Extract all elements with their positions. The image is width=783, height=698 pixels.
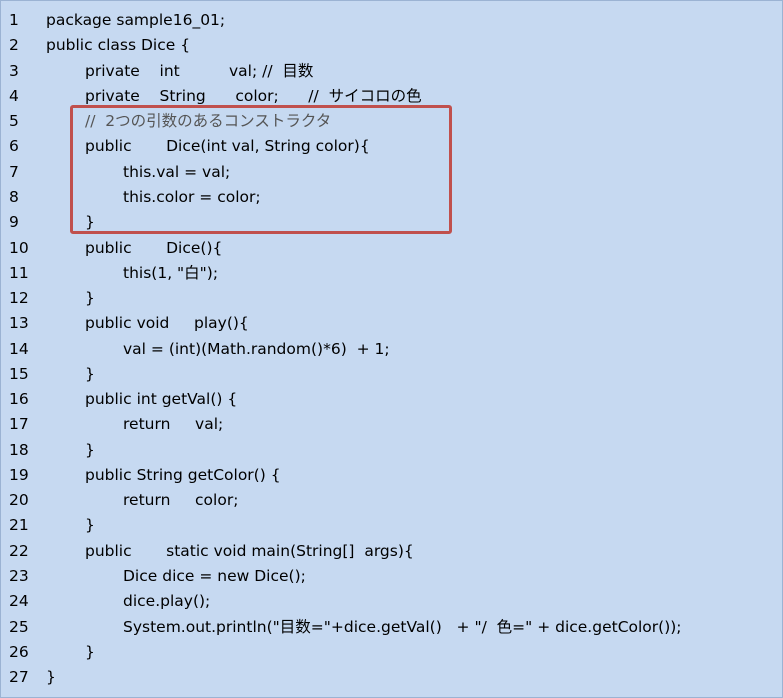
code-text: Dice dice = new Dice();: [123, 567, 306, 585]
code-comment: // 2つの引数のあるコンストラクタ: [85, 112, 332, 130]
code-text: private String color; // サイコロの色: [85, 87, 422, 105]
code-text: public class Dice {: [46, 36, 191, 54]
code-text: public Dice(int val, String color){: [85, 137, 370, 155]
code-text: public void play(){: [85, 314, 249, 332]
code-line-18: 18 }: [1, 438, 782, 463]
code-text: package sample16_01;: [46, 11, 226, 29]
line-number: 25: [9, 618, 29, 636]
line-number: 26: [9, 643, 29, 661]
code-text: this.val = val;: [123, 163, 231, 181]
code-text: this(1, "白");: [123, 264, 219, 282]
code-line-24: 24 dice.play();: [1, 589, 782, 614]
code-line-25: 25 System.out.println("目数="+dice.getVal(…: [1, 615, 782, 640]
code-line-20: 20 return color;: [1, 488, 782, 513]
code-text: this.color = color;: [123, 188, 261, 206]
code-text: System.out.println("目数="+dice.getVal() +…: [123, 618, 682, 636]
code-line-21: 21 }: [1, 513, 782, 538]
code-line-4: 4 private String color; // サイコロの色: [1, 84, 782, 109]
code-text: }: [85, 213, 95, 231]
code-text: public String getColor() {: [85, 466, 281, 484]
code-line-17: 17 return val;: [1, 412, 782, 437]
line-number: 8: [9, 188, 19, 206]
code-line-2: 2 public class Dice {: [1, 33, 782, 58]
code-line-15: 15 }: [1, 362, 782, 387]
code-text: dice.play();: [123, 592, 211, 610]
line-number: 19: [9, 466, 29, 484]
code-text: }: [46, 668, 56, 686]
line-number: 22: [9, 542, 29, 560]
code-text: }: [85, 516, 95, 534]
line-number: 12: [9, 289, 29, 307]
code-line-1: 1 package sample16_01;: [1, 8, 782, 33]
code-line-10: 10 public Dice(){: [1, 236, 782, 261]
code-text: }: [85, 643, 95, 661]
line-number: 17: [9, 415, 29, 433]
line-number: 15: [9, 365, 29, 383]
code-line-26: 26 }: [1, 640, 782, 665]
code-text: }: [85, 441, 95, 459]
code-line-11: 11 this(1, "白");: [1, 261, 782, 286]
code-line-5: 5 // 2つの引数のあるコンストラクタ: [1, 109, 782, 134]
code-text: public Dice(){: [85, 239, 223, 257]
code-line-3: 3 private int val; // 目数: [1, 59, 782, 84]
code-line-22: 22 public static void main(String[] args…: [1, 539, 782, 564]
code-line-8: 8 this.color = color;: [1, 185, 782, 210]
code-text: public int getVal() {: [85, 390, 238, 408]
line-number: 6: [9, 137, 19, 155]
line-number: 20: [9, 491, 29, 509]
code-line-9: 9 }: [1, 210, 782, 235]
line-number: 16: [9, 390, 29, 408]
line-number: 18: [9, 441, 29, 459]
code-line-16: 16 public int getVal() {: [1, 387, 782, 412]
code-line-19: 19 public String getColor() {: [1, 463, 782, 488]
line-number: 3: [9, 62, 19, 80]
line-number: 11: [9, 264, 29, 282]
line-number: 5: [9, 112, 19, 130]
line-number: 10: [9, 239, 29, 257]
line-number: 21: [9, 516, 29, 534]
code-text: val = (int)(Math.random()*6) + 1;: [123, 340, 390, 358]
line-number: 7: [9, 163, 19, 181]
code-text: }: [85, 289, 95, 307]
line-number: 24: [9, 592, 29, 610]
code-text: }: [85, 365, 95, 383]
line-number: 13: [9, 314, 29, 332]
code-text: public static void main(String[] args){: [85, 542, 414, 560]
code-line-23: 23 Dice dice = new Dice();: [1, 564, 782, 589]
code-text: private int val; // 目数: [85, 62, 314, 80]
line-number: 27: [9, 668, 29, 686]
code-line-12: 12 }: [1, 286, 782, 311]
code-text: return color;: [123, 491, 239, 509]
line-number: 9: [9, 213, 19, 231]
code-text: return val;: [123, 415, 224, 433]
line-number: 23: [9, 567, 29, 585]
code-line-6: 6 public Dice(int val, String color){: [1, 134, 782, 159]
code-line-7: 7 this.val = val;: [1, 160, 782, 185]
line-number: 2: [9, 36, 19, 54]
code-line-27: 27 }: [1, 665, 782, 690]
line-number: 1: [9, 11, 19, 29]
code-line-14: 14 val = (int)(Math.random()*6) + 1;: [1, 337, 782, 362]
line-number: 14: [9, 340, 29, 358]
code-line-13: 13 public void play(){: [1, 311, 782, 336]
line-number: 4: [9, 87, 19, 105]
